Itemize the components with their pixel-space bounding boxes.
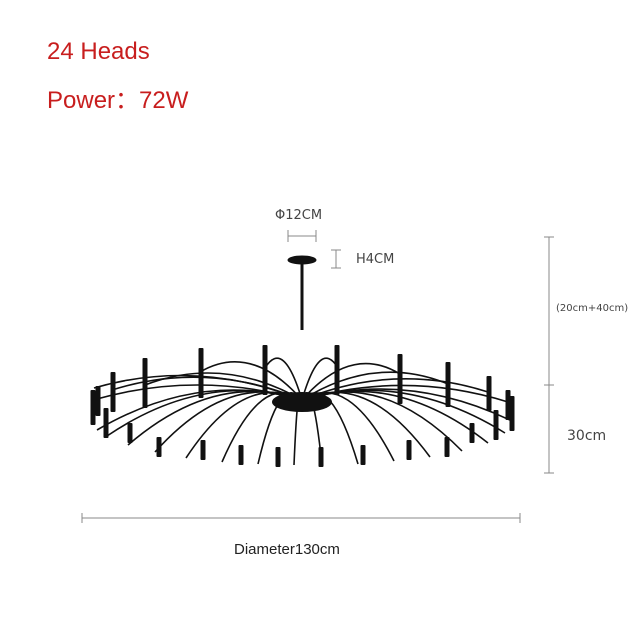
- canopy-diameter-label: Φ12CM: [275, 208, 323, 223]
- dimension-lines: [81, 230, 554, 523]
- drop-range-label: (20cm+40cm): [556, 303, 629, 314]
- light-head: [90, 390, 96, 425]
- heads-count-text: 24 Heads: [47, 38, 150, 65]
- light-head: [103, 408, 109, 438]
- chandelier-canopy: [287, 255, 317, 330]
- light-head: [397, 354, 403, 404]
- light-head: [469, 423, 475, 443]
- chandelier-arm: [264, 357, 303, 401]
- chandelier-light-heads: [90, 345, 515, 467]
- chandelier-arm: [144, 372, 303, 401]
- body-height-label: 30cm: [567, 428, 607, 444]
- chandelier-arm: [93, 374, 303, 401]
- chandelier-arm: [301, 362, 401, 401]
- chandelier-hub: [272, 392, 332, 412]
- chandelier-arm: [301, 371, 449, 401]
- canopy-height-label: H4CM: [356, 252, 395, 267]
- chandelier-arm: [301, 377, 489, 401]
- power-text: Power：72W: [47, 87, 189, 114]
- chandelier-arm: [92, 384, 303, 401]
- light-head: [360, 445, 366, 465]
- chandelier-arm: [301, 384, 509, 403]
- light-head: [444, 437, 450, 457]
- light-head: [127, 423, 133, 443]
- light-head: [505, 390, 511, 420]
- light-head: [238, 445, 244, 465]
- chandelier-arm: [111, 376, 303, 401]
- chandelier-arm: [301, 357, 339, 401]
- light-head: [509, 396, 515, 431]
- light-head: [318, 447, 324, 467]
- light-head: [493, 410, 499, 440]
- light-head: [200, 440, 206, 460]
- light-head: [110, 372, 116, 412]
- light-head: [142, 358, 148, 408]
- light-head: [486, 376, 492, 411]
- light-head: [95, 386, 101, 416]
- light-head: [262, 345, 268, 395]
- light-head: [198, 348, 204, 398]
- light-head: [156, 437, 162, 457]
- chandelier-arm: [199, 360, 303, 401]
- light-head: [406, 440, 412, 460]
- light-head: [445, 362, 451, 407]
- diameter-label: Diameter130cm: [234, 541, 340, 558]
- light-head: [334, 345, 340, 395]
- light-head: [275, 447, 281, 467]
